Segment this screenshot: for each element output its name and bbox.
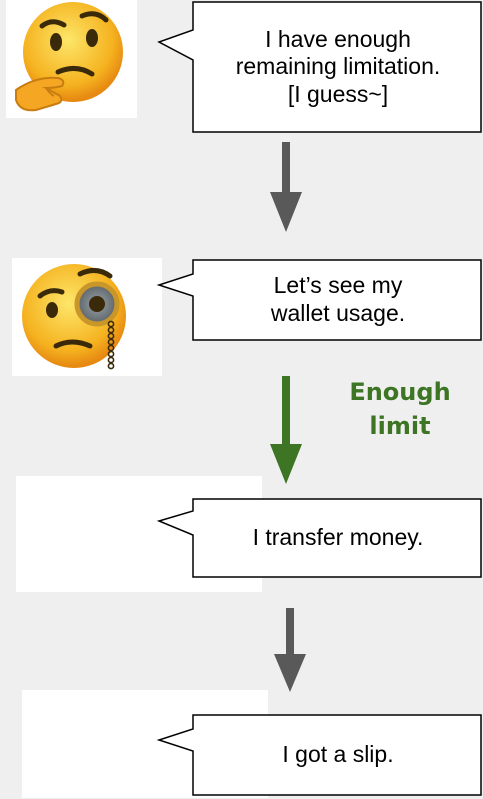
step-4-label: I got a slip. (282, 741, 394, 768)
speech-bubble-4 (156, 714, 482, 796)
flow-arrow-3 (274, 608, 306, 692)
step-4-text: I got a slip. (193, 713, 483, 797)
condition-label-text: Enough limit (349, 378, 451, 440)
face-with-monocle-icon (22, 264, 126, 370)
step-2-label: Let’s see my wallet usage. (270, 272, 406, 326)
flow-arrow-1 (270, 142, 302, 232)
flow-arrow-2 (270, 376, 302, 484)
speech-bubble-1 (157, 1, 482, 133)
step-1-text: I have enough remaining limitation. [I g… (193, 0, 483, 134)
emoji-tile-1 (6, 0, 137, 118)
thinking-face-icon (15, 2, 123, 112)
condition-label: Enough limit (320, 376, 480, 443)
step-1-label: I have enough remaining limitation. [I g… (235, 25, 441, 107)
step-3-text: I transfer money. (193, 497, 483, 579)
emoji-tile-2 (12, 258, 162, 376)
speech-bubble-3 (156, 498, 482, 578)
speech-bubble-2 (156, 259, 482, 341)
step-2-text: Let’s see my wallet usage. (193, 258, 483, 342)
step-3-label: I transfer money. (252, 524, 424, 551)
